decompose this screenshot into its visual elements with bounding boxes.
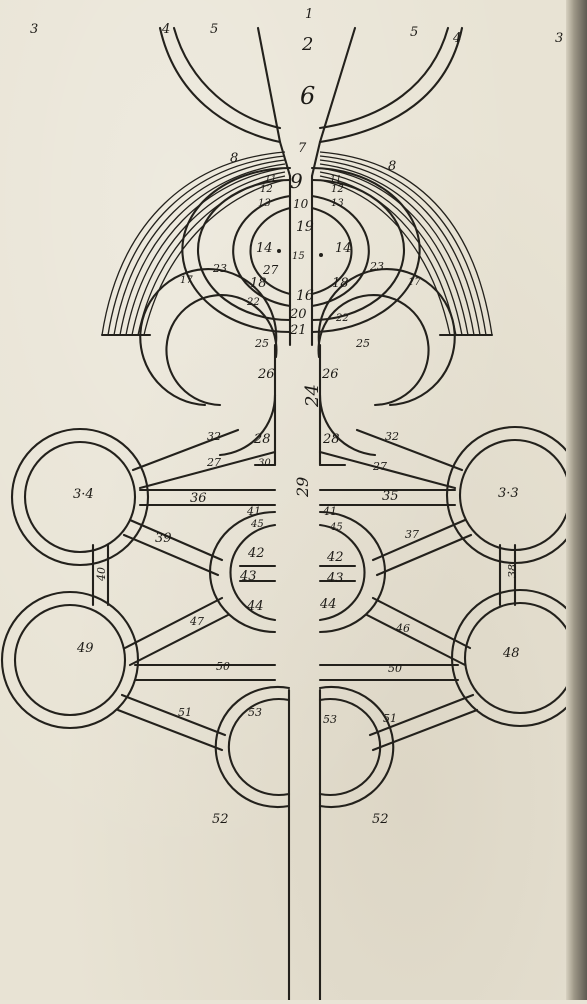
label-41-left: 41 [246,505,261,518]
label-46: 46 [395,622,410,635]
label-5-left: 5 [210,22,218,37]
label-27-center: 27 [262,263,279,277]
label-8-left: 8 [230,151,238,166]
label-43-left: 43 [239,569,257,584]
connector-paths [116,428,479,752]
diagram-labels: 1 2 3 3 4 4 5 5 6 7 8 8 9 10 11 11 12 12… [30,7,563,827]
label-17-right: 17 [408,277,421,288]
label-2: 2 [301,34,313,55]
label-41-right: 41 [322,505,337,518]
label-25-right: 25 [355,337,370,350]
label-32-right: 32 [385,430,399,443]
label-52-right: 52 [372,812,389,827]
label-11-right: 11 [330,175,341,185]
label-40: 40 [95,567,108,582]
label-20: 20 [289,307,307,322]
label-44-right: 44 [319,597,337,612]
label-38: 38 [506,564,519,578]
central-concentric-rings [181,166,421,347]
label-44-left: 44 [246,599,264,614]
label-17-left: 17 [180,275,193,286]
label-51-right: 51 [383,712,397,725]
label-39: 39 [155,531,172,546]
label-1: 1 [305,7,313,22]
label-13-left: 13 [258,198,271,209]
label-51-left: 51 [178,706,192,719]
label-30: 30 [258,458,271,469]
label-22-left: 22 [246,297,260,308]
label-5-right: 5 [410,25,418,40]
node-49 [0,590,140,730]
label-27-left-lower: 27 [206,456,221,469]
label-43-right: 43 [326,571,344,586]
inner-lobes [209,510,395,809]
label-10: 10 [293,197,309,211]
label-53-left: 53 [248,706,262,719]
label-34: 3·4 [73,487,94,502]
label-25-left: 25 [254,337,269,350]
label-48: 48 [502,646,520,661]
label-42-right: 42 [326,550,344,565]
label-50-left: 50 [216,660,230,673]
label-27-right-lower: 27 [372,460,387,473]
label-21: 21 [289,323,307,338]
label-19: 19 [296,219,314,235]
label-26-right: 26 [321,367,339,382]
label-29: 29 [293,477,312,498]
label-24: 24 [302,384,323,408]
label-8-right: 8 [388,159,396,174]
label-42-left: 42 [247,546,265,561]
label-28-right: 28 [322,432,340,447]
label-18-left: 18 [250,276,267,291]
label-12-left: 12 [260,184,273,195]
label-9: 9 [290,169,303,193]
label-7: 7 [298,141,307,156]
node-34 [10,427,150,567]
label-15: 15 [292,251,305,262]
label-6: 6 [300,82,315,110]
label-28-left: 28 [253,432,271,447]
label-22-right: 22 [335,313,349,324]
label-12-right: 12 [331,184,344,195]
label-32-left: 32 [207,430,221,443]
label-45-right: 45 [329,522,343,533]
label-11-left: 11 [265,175,276,185]
path-40 [91,543,110,607]
label-53-right: 53 [323,713,337,726]
label-50-right: 50 [388,662,402,675]
label-49: 49 [76,641,94,656]
label-16: 16 [296,288,314,304]
label-26-left: 26 [257,367,275,382]
label-4-right: 4 [452,31,461,46]
label-33: 3·3 [498,486,519,501]
label-45-left: 45 [250,519,264,530]
label-3-right: 3 [555,31,563,46]
top-horns [158,26,464,178]
label-35: 35 [382,489,399,504]
label-52-left: 52 [212,812,229,827]
label-14-right: 14 [335,241,352,256]
label-13-right: 13 [331,198,344,209]
path-38 [498,543,517,607]
label-18-right: 18 [332,276,349,291]
label-23-right: 23 [369,260,384,273]
label-37: 37 [405,528,419,541]
page-fold-shadow [566,0,587,1000]
upper-lobes [139,268,456,1002]
label-14-left: 14 [256,241,273,256]
label-47: 47 [189,615,204,628]
label-36: 36 [190,491,207,506]
label-3-left: 3 [30,22,38,37]
label-23-left: 23 [212,262,227,275]
right-rainbow-bands [319,151,494,337]
label-4-left: 4 [161,22,170,37]
